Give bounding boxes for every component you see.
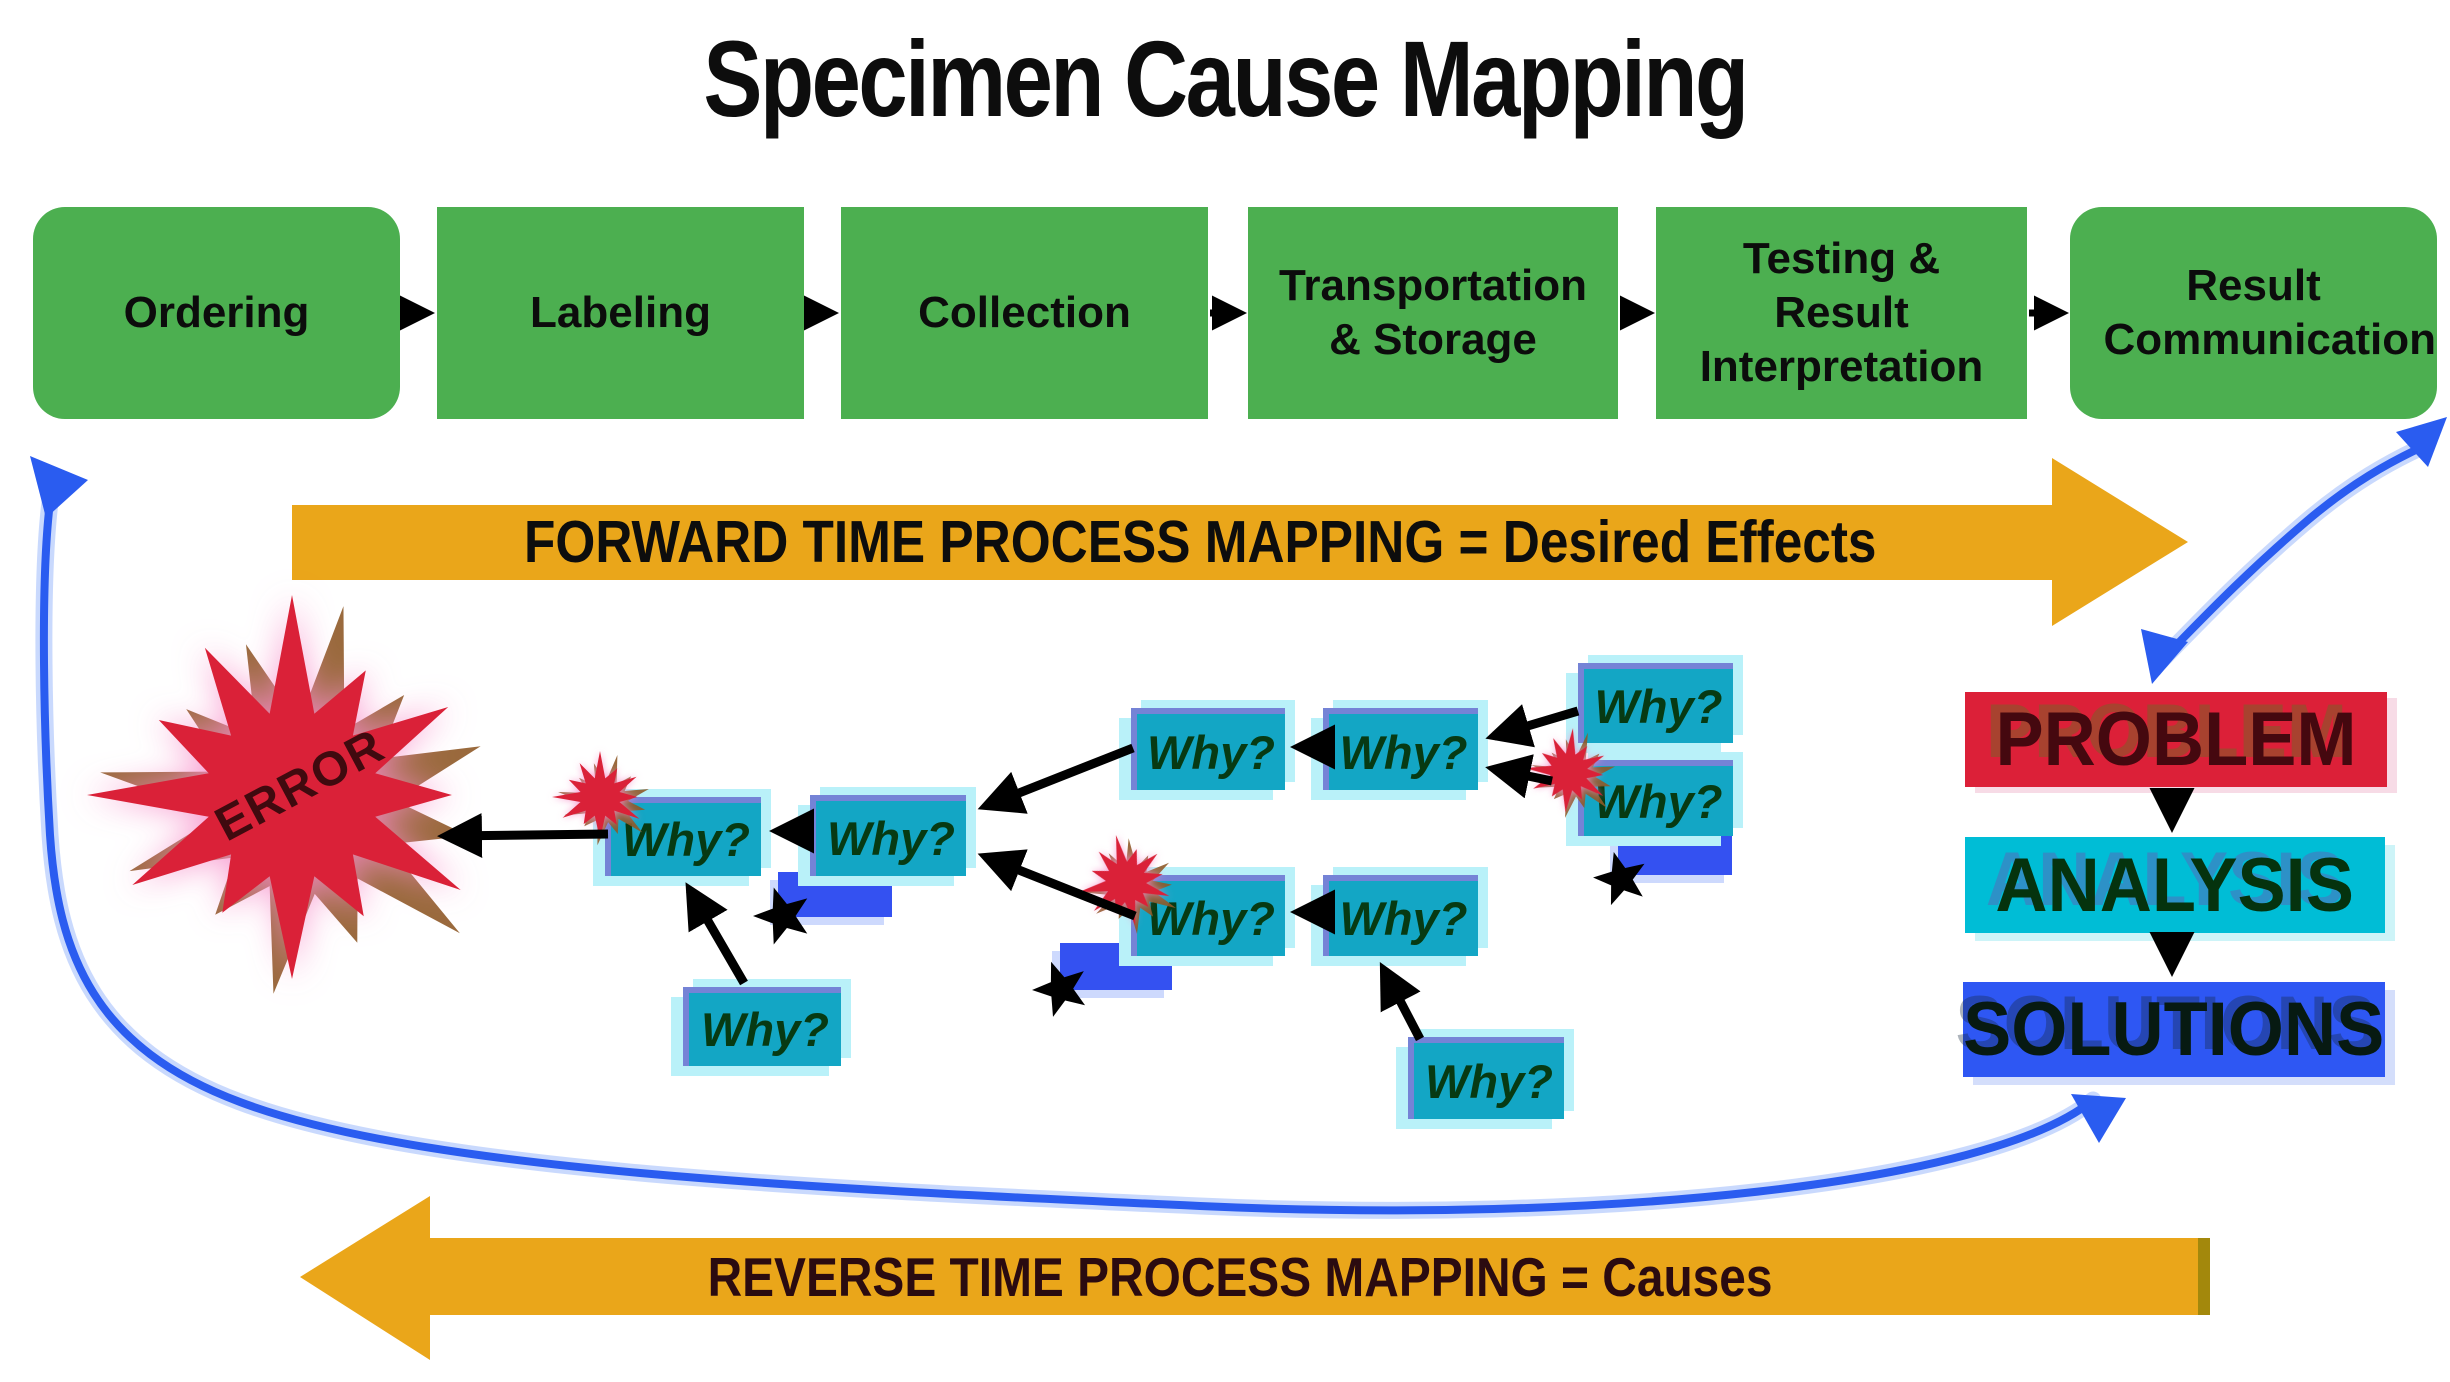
arrowhead-up-left-icon — [30, 456, 88, 518]
why-box-3: Why? — [683, 987, 841, 1066]
step-labeling: Labeling — [437, 207, 804, 419]
step-labeling-label: Labeling — [530, 288, 711, 338]
reverse-mapping-label: REVERSE TIME PROCESS MAPPING = Causes — [707, 1245, 1773, 1308]
analysis-label: ANALYSIS — [1995, 842, 2355, 928]
forward-mapping-banner: FORWARD TIME PROCESS MAPPING = Desired E… — [350, 503, 2050, 581]
analysis-box: ANALYSIS — [1965, 837, 2385, 933]
why-box-2-label: Why? — [827, 812, 955, 865]
arrowhead-down-icon — [2141, 629, 2188, 684]
why-box-7: Why? — [1578, 760, 1733, 836]
why-box-6: Why? — [1578, 663, 1733, 743]
why-box-9: Why? — [1323, 875, 1478, 956]
forward-mapping-label: FORWARD TIME PROCESS MAPPING = Desired E… — [523, 509, 1877, 575]
why-box-2: Why? — [810, 795, 966, 876]
solutions-label: SOLUTIONS — [1963, 987, 2385, 1072]
why-box-8: Why? — [1131, 875, 1285, 956]
reverse-mapping-banner: REVERSE TIME PROCESS MAPPING = Causes — [430, 1237, 2050, 1316]
step-ordering-label: Ordering — [123, 288, 310, 338]
arrowhead-up-right-icon — [2396, 417, 2447, 467]
step-result-communication-label: Result Communication — [2103, 261, 2436, 364]
error-burst-label: ERROR — [206, 718, 394, 852]
step-testing-interpretation: Testing & Result Interpretation — [1656, 207, 2027, 419]
why-box-4: Why? — [1131, 708, 1285, 790]
step-ordering: Ordering — [33, 207, 400, 419]
why-box-7-label: Why? — [1594, 774, 1723, 828]
why-box-6-label: Why? — [1594, 679, 1723, 733]
error-burst-label-wrap: ERROR — [168, 691, 432, 878]
why-box-5: Why? — [1323, 708, 1478, 790]
page-title: Specimen Cause Mapping — [703, 18, 1749, 139]
why-box-10: Why? — [1408, 1037, 1564, 1119]
why-box-8-label: Why? — [1147, 892, 1275, 945]
solution-note-rect-1 — [778, 872, 892, 917]
why-box-1: Why? — [605, 797, 761, 876]
step-testing-interpretation-label: Testing & Result Interpretation — [1699, 234, 1984, 391]
solution-note-rect-2 — [1618, 830, 1732, 875]
step-transportation-storage-label: Transportation & Storage — [1278, 261, 1588, 364]
why-box-4-label: Why? — [1147, 725, 1275, 779]
step-transportation-storage: Transportation & Storage — [1248, 207, 1618, 419]
step-collection: Collection — [841, 207, 1208, 419]
problem-box: PROBLEM — [1965, 692, 2387, 787]
why-box-5-label: Why? — [1339, 725, 1468, 779]
problem-label: PROBLEM — [1995, 697, 2357, 782]
step-result-communication: Result Communication — [2070, 207, 2437, 419]
feedback-curve-right — [2141, 417, 2447, 684]
step-collection-label: Collection — [918, 288, 1131, 338]
why-box-1-label: Why? — [622, 813, 750, 866]
why-box-10-label: Why? — [1425, 1054, 1553, 1108]
why-box-9-label: Why? — [1339, 892, 1468, 945]
why-box-3-label: Why? — [701, 1003, 829, 1056]
arrowhead-down-start-icon — [2071, 1094, 2126, 1143]
solutions-box: SOLUTIONS — [1963, 982, 2385, 1077]
